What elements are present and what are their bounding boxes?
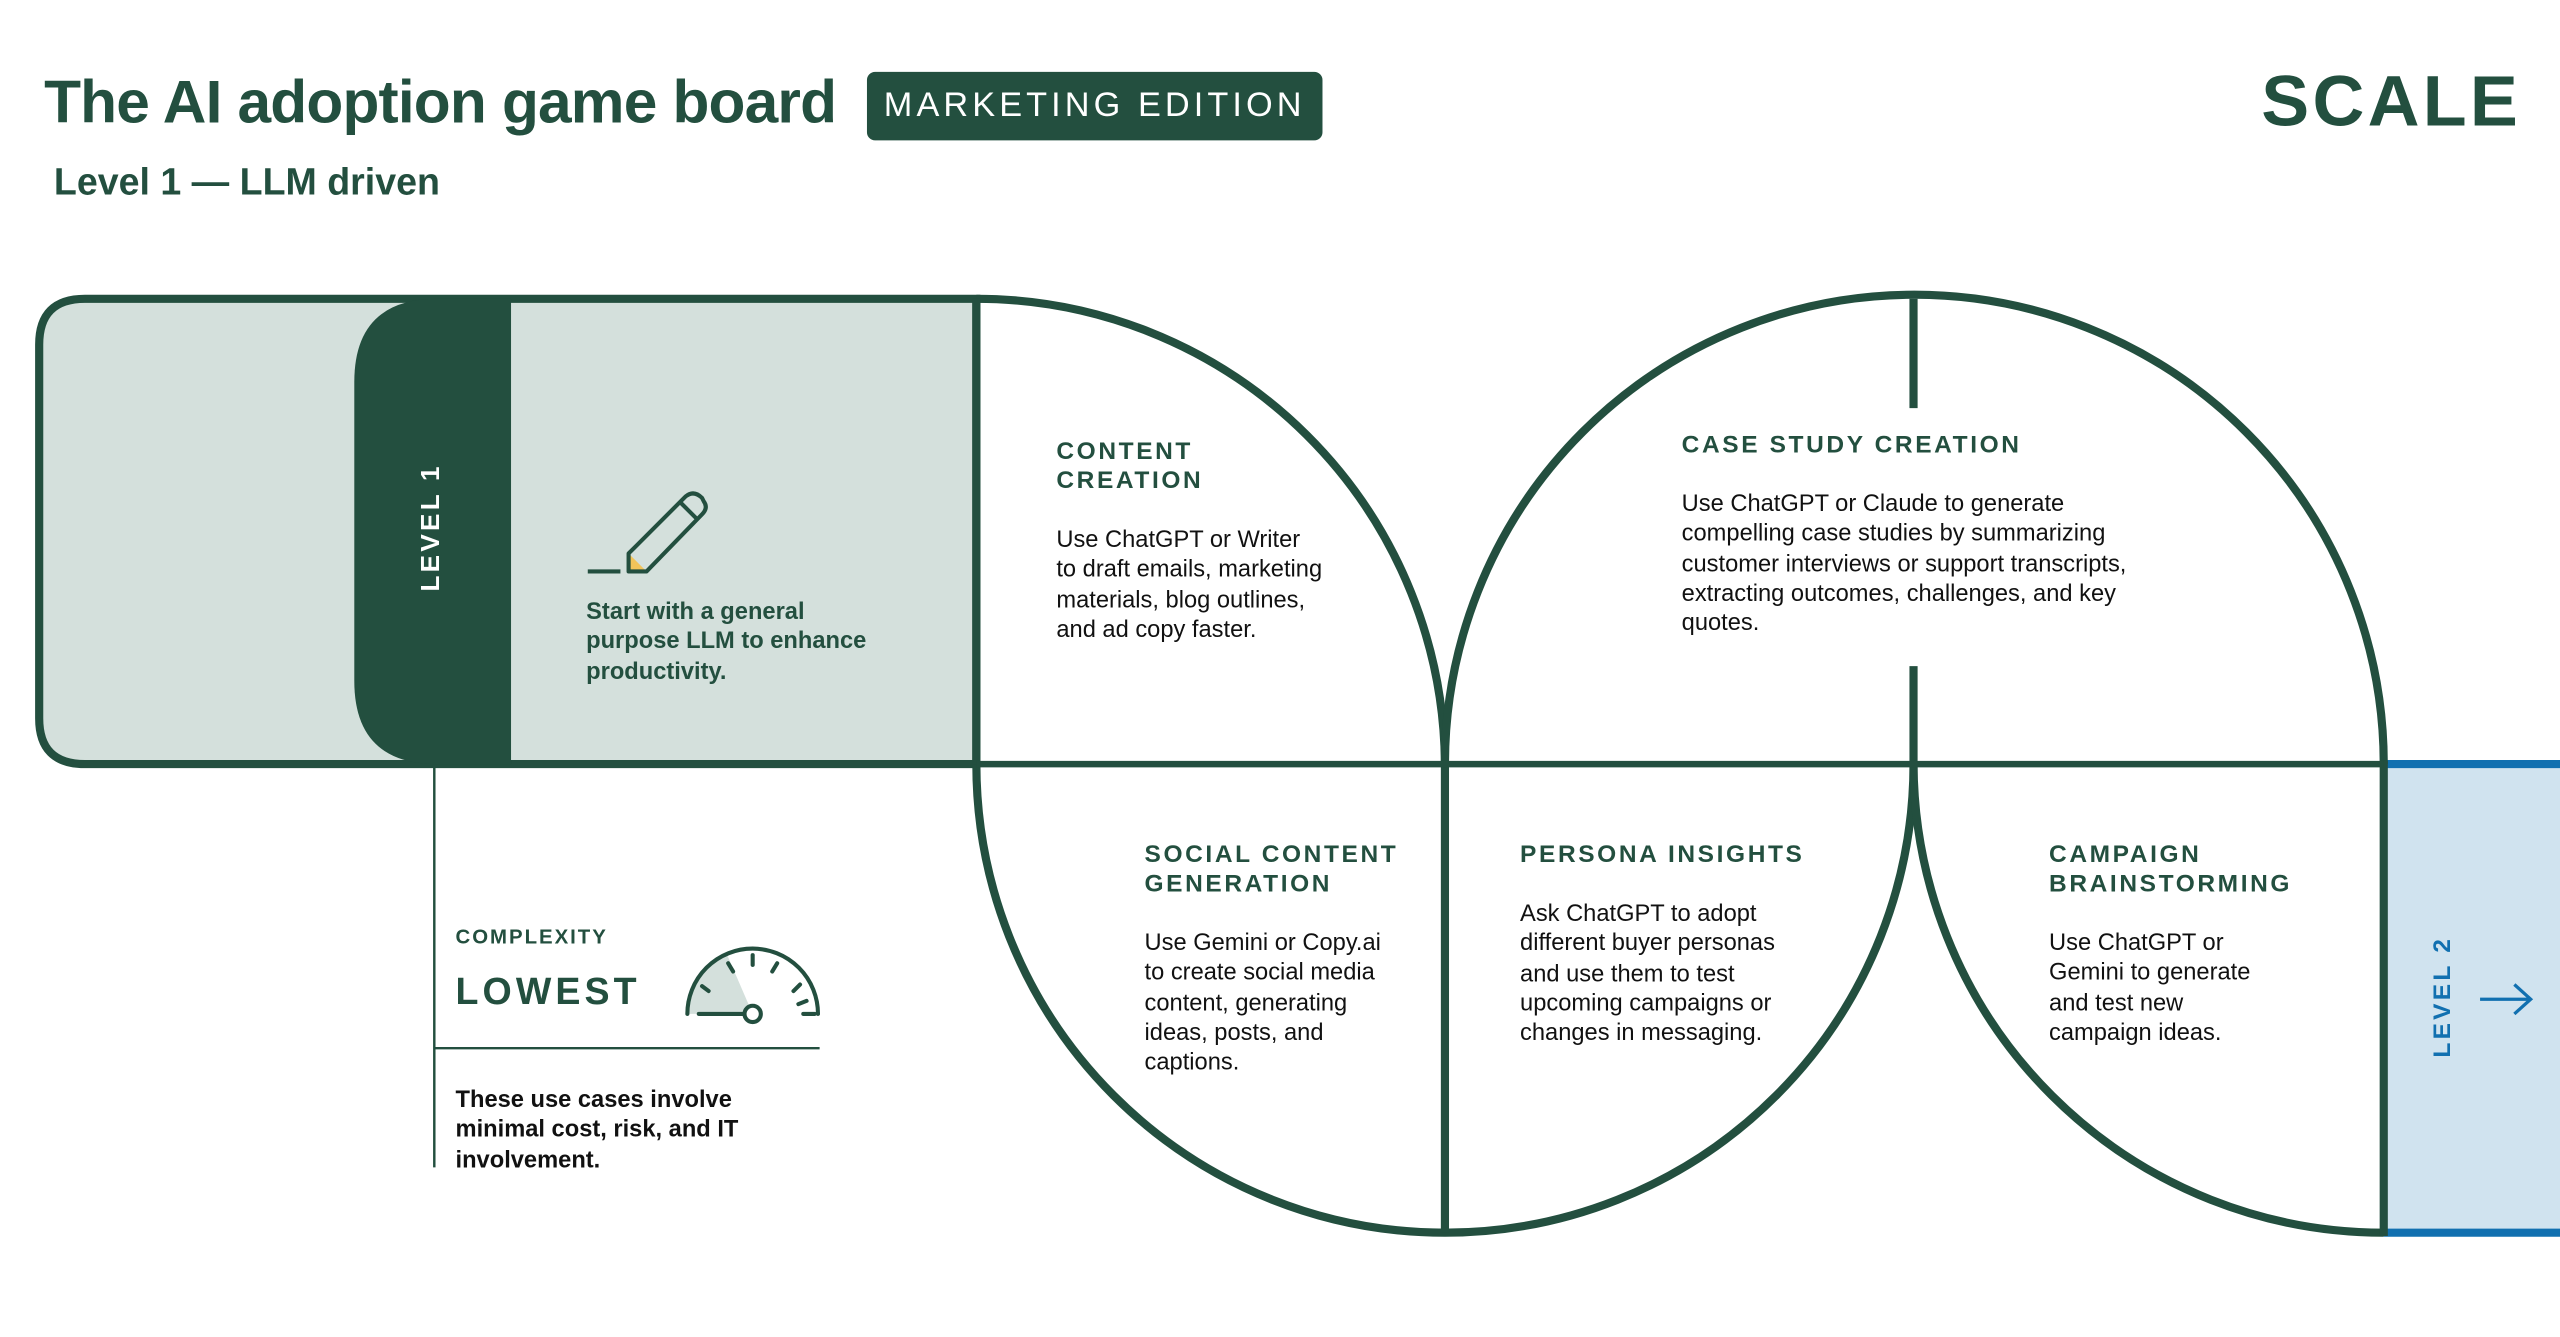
level2-box	[2383, 764, 2560, 1233]
tile-text: Ask ChatGPT to adopt different buyer per…	[1520, 901, 1775, 1047]
tile-persona-insights: PERSONA INSIGHTS Ask ChatGPT to adopt di…	[1520, 841, 1830, 1049]
campaign-arc	[1909, 764, 2384, 1237]
page-subtitle: Level 1 — LLM driven	[53, 160, 440, 203]
case-study-arc	[1440, 290, 2388, 765]
gauge-icon	[685, 946, 821, 1025]
tile-title: SOCIAL CONTENT GENERATION	[1144, 840, 1399, 898]
complexity-value: LOWEST	[455, 969, 641, 1013]
tile-social-content: SOCIAL CONTENT GENERATION Use Gemini or …	[1145, 841, 1423, 1079]
tile-title: CAMPAIGN BRAINSTORMING	[2049, 840, 2293, 898]
arrow-right-icon	[2480, 983, 2534, 1016]
complexity-description: These use cases involve minimal cost, ri…	[455, 1087, 739, 1174]
edition-badge: MARKETING EDITION	[866, 71, 1323, 141]
level2-label[interactable]: LEVEL 2	[2428, 935, 2457, 1058]
level1-label: LEVEL 1	[417, 463, 446, 592]
page-title: The AI adoption game board	[44, 68, 837, 136]
level1-band	[354, 298, 512, 765]
pencil-icon	[587, 491, 708, 574]
tile-content-creation: CONTENT CREATION Use ChatGPT or Writer t…	[1056, 437, 1322, 646]
tile-case-study: CASE STUDY CREATION Use ChatGPT or Claud…	[1682, 431, 2155, 639]
social-persona-arc	[972, 764, 1918, 1237]
tile-text: Use ChatGPT or Claude to generate compel…	[1681, 491, 2127, 638]
tile-title: CASE STUDY CREATION	[1681, 431, 2022, 459]
tile-campaign-brainstorming: CAMPAIGN BRAINSTORMING Use ChatGPT or Ge…	[2049, 841, 2310, 1049]
tile-text: Use ChatGPT or Gemini to generate and te…	[2049, 930, 2251, 1047]
content-creation-arc	[976, 294, 1450, 765]
complexity-label: COMPLEXITY	[455, 925, 608, 949]
tile-title: PERSONA INSIGHTS	[1520, 840, 1805, 869]
scale-logo: SCALE	[2261, 62, 2522, 143]
level1-intro: Start with a general purpose LLM to enha…	[586, 599, 867, 686]
tile-text: Use Gemini or Copy.ai to create social m…	[1144, 930, 1381, 1077]
tile-title: CONTENT CREATION	[1056, 437, 1204, 495]
tile-text: Use ChatGPT or Writer to draft emails, m…	[1056, 527, 1323, 644]
